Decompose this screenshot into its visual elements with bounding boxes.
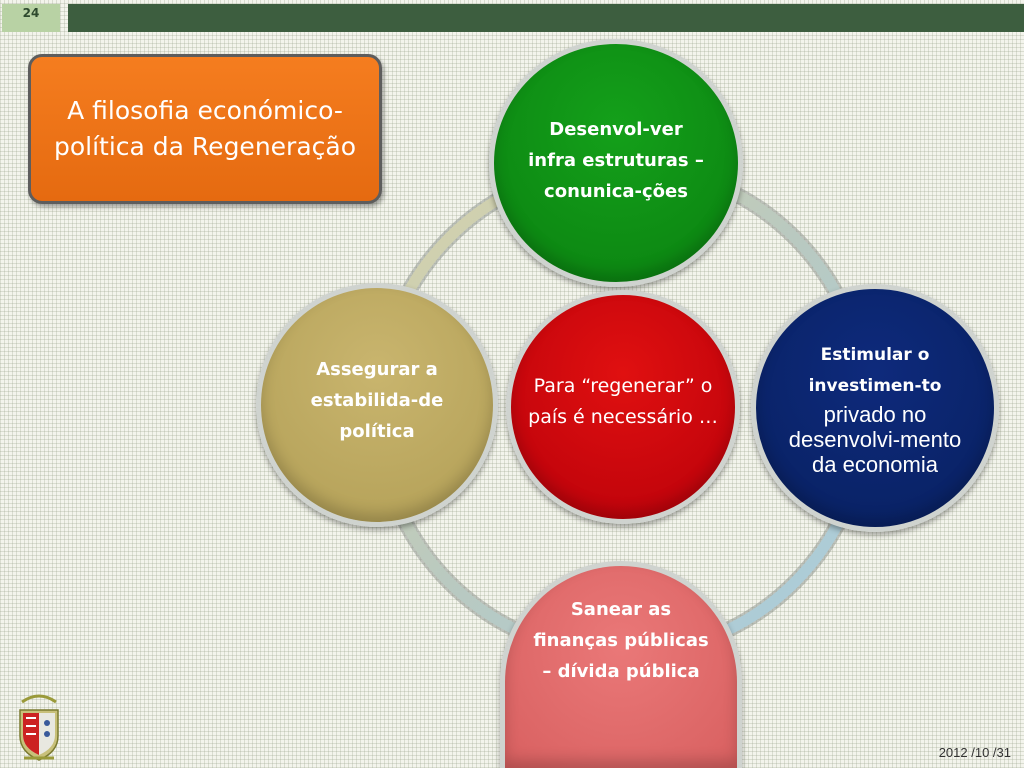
circle-public-finances: Sanear as finanças públicas – dívida púb… xyxy=(500,561,742,768)
circle-political-stability: Assegurar a estabilida-de política xyxy=(256,283,498,527)
circle-private-investment: Estimular o investimen-to privado no des… xyxy=(751,284,999,532)
slide-title: A filosofia económico-política da Regene… xyxy=(53,96,356,161)
circle-infrastructure-label: Desenvol-ver infra estruturas – conunica… xyxy=(528,118,704,202)
header-bar: 24 xyxy=(0,4,1024,32)
title-box: A filosofia económico-política da Regene… xyxy=(28,54,382,204)
circle-center-label: Para “regenerar” o país é necessário … xyxy=(528,375,718,428)
circle-public-finances-label: Sanear as finanças públicas – dívida púb… xyxy=(533,599,709,682)
slide-date: 2012 /10 /31 xyxy=(938,745,1011,760)
header-stripe xyxy=(68,4,1024,32)
circle-infrastructure: Desenvol-ver infra estruturas – conunica… xyxy=(489,39,743,287)
page-number: 24 xyxy=(2,4,60,32)
circle-private-investment-line1: Estimular o investimen-to xyxy=(808,344,942,396)
school-crest-icon xyxy=(19,694,59,761)
circle-private-investment-label: Estimular o investimen-to privado no des… xyxy=(775,340,975,477)
circle-center: Para “regenerar” o país é necessário … xyxy=(506,290,740,524)
circle-private-investment-line2: privado no desenvolvi-mento da economia xyxy=(788,401,962,477)
circle-political-stability-label: Assegurar a estabilida-de política xyxy=(310,358,444,442)
